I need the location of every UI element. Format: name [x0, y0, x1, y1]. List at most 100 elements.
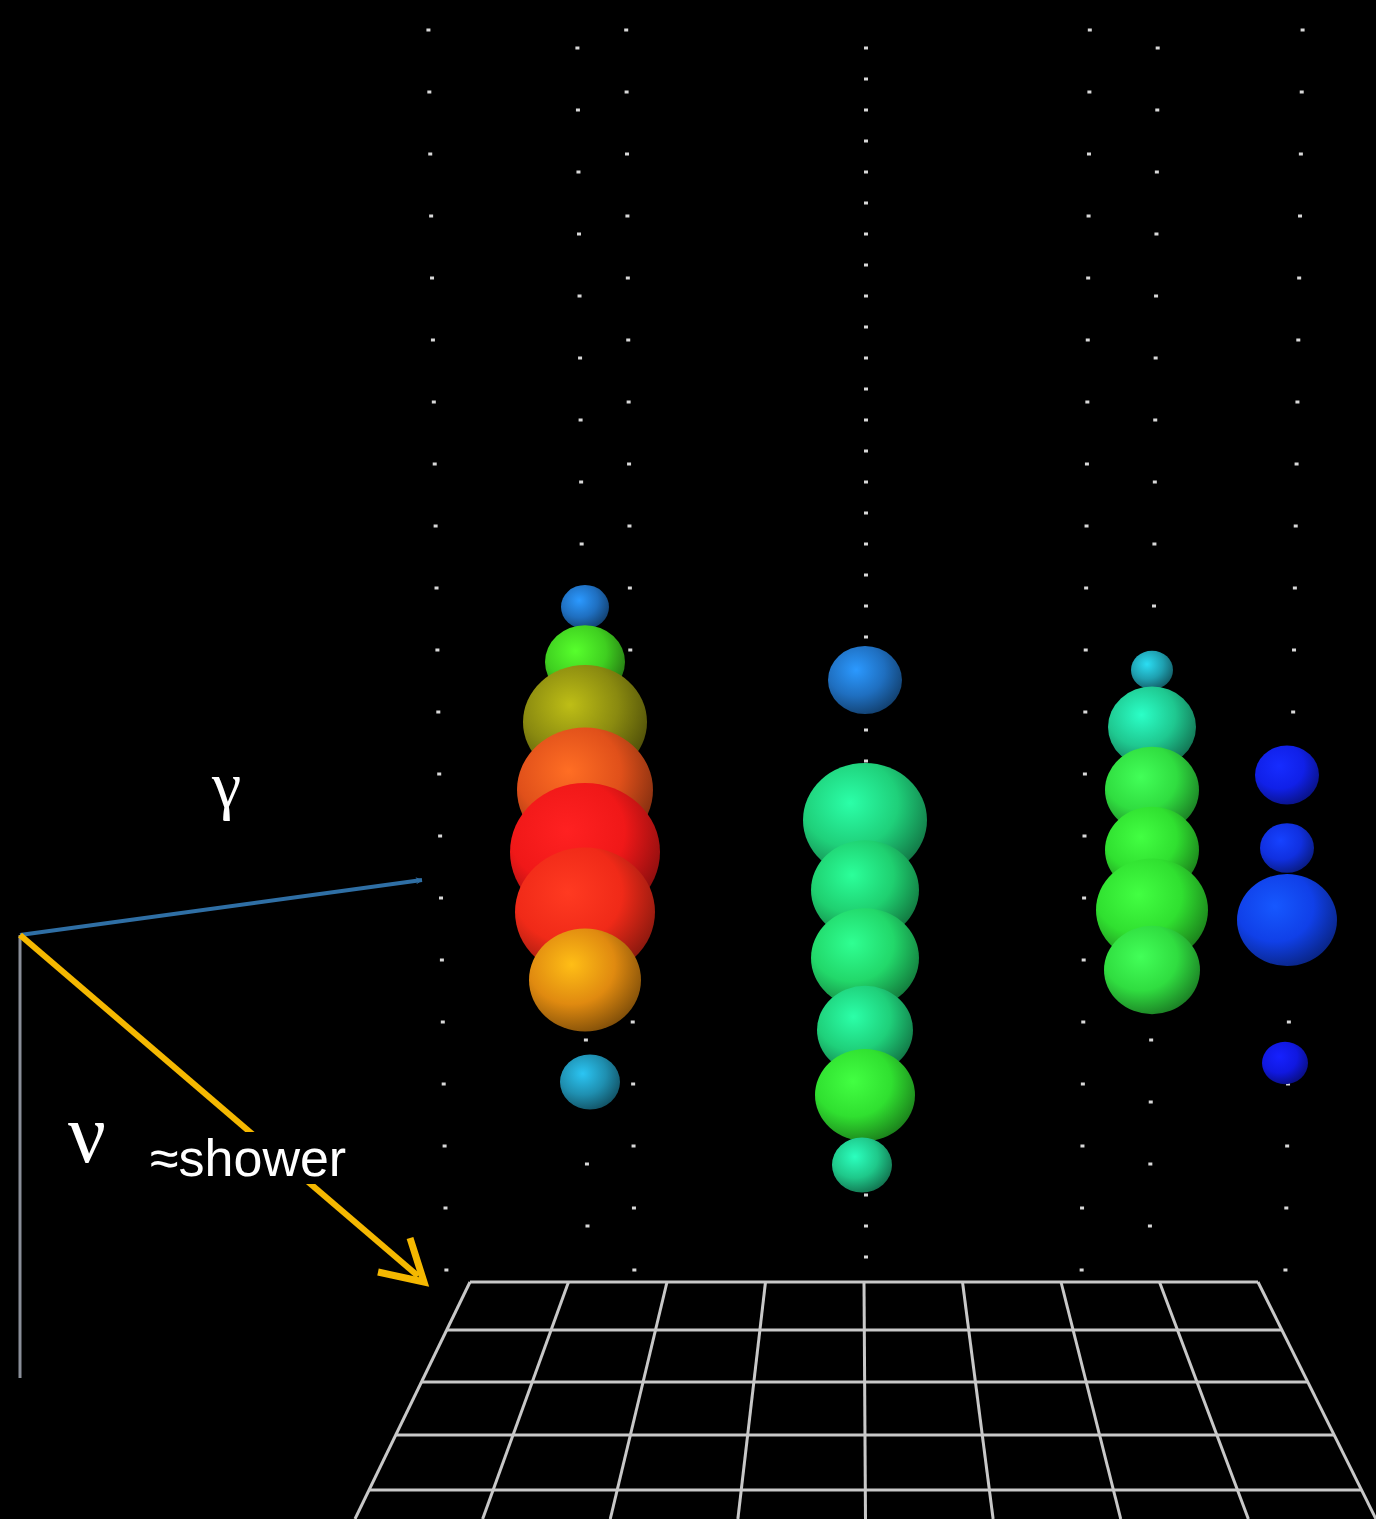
sensor-dot [1087, 91, 1091, 94]
sensor-dot [1085, 463, 1089, 466]
sensor-dot [864, 295, 868, 298]
sensor-dot [864, 1194, 868, 1197]
sensor-dot [444, 1269, 448, 1272]
hit-sphere [1262, 1042, 1308, 1084]
sensor-dot [625, 215, 629, 218]
sensor-dot [426, 29, 430, 32]
hit-sphere [1237, 874, 1337, 966]
hit-sphere [1255, 746, 1319, 805]
sensor-dot [1152, 543, 1156, 546]
sensor-dot [625, 91, 629, 94]
sensor-dot [1295, 401, 1299, 404]
sensor-dot [864, 326, 868, 329]
sensor-dot [430, 277, 434, 280]
sensor-dot [1084, 649, 1088, 652]
sensor-dot [1284, 1207, 1288, 1210]
sensor-dot [1301, 29, 1305, 32]
sensor-dot [626, 277, 630, 280]
sensor-dot [864, 47, 868, 50]
sensor-dot [441, 1021, 445, 1024]
sensor-dot [1080, 1269, 1084, 1272]
sensor-dot [864, 419, 868, 422]
sensor-dot [1152, 605, 1156, 608]
sensor-dot [625, 153, 629, 156]
sensor-dot [585, 1225, 589, 1228]
sensor-dot [1085, 401, 1089, 404]
sensor-dot [578, 295, 582, 298]
sensor-dot [578, 357, 582, 360]
gamma-arrow [20, 880, 422, 935]
grid-line [1258, 1282, 1376, 1519]
sensor-dot [1285, 1145, 1289, 1148]
sensor-dot [1287, 1021, 1291, 1024]
sensor-dot [577, 233, 581, 236]
hit-sphere [815, 1049, 915, 1141]
hit-sphere [560, 1054, 620, 1109]
sensor-dot [580, 543, 584, 546]
sensor-dot [1149, 1101, 1153, 1104]
sensor-dot [1082, 897, 1086, 900]
sensor-dot [584, 1039, 588, 1042]
grid-line [610, 1282, 667, 1519]
sensor-dot [864, 140, 868, 143]
sensor-dot [579, 481, 583, 484]
grid-line [483, 1282, 569, 1519]
shower-arrow [20, 935, 418, 1276]
grid-line [447, 1329, 1282, 1332]
sensor-dot [1148, 1225, 1152, 1228]
sensor-dot [864, 729, 868, 732]
grid-line [369, 1489, 1361, 1492]
sensor-dot [631, 1083, 635, 1086]
sensor-dot [632, 1207, 636, 1210]
sensor-dot [1300, 91, 1304, 94]
sensor-dot [624, 29, 628, 32]
sensor-dot [439, 897, 443, 900]
sensor-dot [579, 419, 583, 422]
sensor-dot [627, 525, 631, 528]
sensor-dot [1081, 1021, 1085, 1024]
sensor-dot [1087, 153, 1091, 156]
sensor-dot [628, 649, 632, 652]
grid-line [1160, 1282, 1249, 1519]
sensor-dot [864, 481, 868, 484]
sensor-dot [436, 711, 440, 714]
sensor-dot [1154, 295, 1158, 298]
sensor-dot [1153, 481, 1157, 484]
sensor-dot [1080, 1145, 1084, 1148]
sensor-dot [438, 835, 442, 838]
label-text: γ [212, 752, 241, 818]
hit-sphere [832, 1137, 892, 1192]
grid-line [355, 1282, 470, 1519]
sensor-dot [435, 587, 439, 590]
grid-line [421, 1381, 1307, 1384]
sensor-dot [1085, 525, 1089, 528]
sensor-dot [864, 233, 868, 236]
sensor-dot [437, 773, 441, 776]
sensor-dot [864, 543, 868, 546]
sensor-dot [864, 1225, 868, 1228]
hit-spheres [510, 585, 1337, 1193]
grid-line [470, 1281, 1258, 1284]
sensor-dot [1083, 711, 1087, 714]
sensor-dot [440, 959, 444, 962]
sensor-dot [1080, 1207, 1084, 1210]
grid-line [1061, 1282, 1121, 1519]
sensor-dot [1154, 357, 1158, 360]
sensor-dot [1155, 171, 1159, 174]
sensor-dot [1086, 277, 1090, 280]
grid-line [864, 1282, 866, 1519]
sensor-dot [1291, 711, 1295, 714]
sensor-dot [1083, 773, 1087, 776]
axis-line [19, 935, 22, 1378]
sensor-dot [864, 1256, 868, 1259]
sensor-dot [1292, 649, 1296, 652]
sensor-dot [434, 525, 438, 528]
sensor-dot [626, 339, 630, 342]
grid-line [963, 1282, 994, 1519]
sensor-dot [632, 1269, 636, 1272]
sensor-dot [1283, 1269, 1287, 1272]
sensor-dot [429, 215, 433, 218]
sensor-dot [575, 47, 579, 50]
